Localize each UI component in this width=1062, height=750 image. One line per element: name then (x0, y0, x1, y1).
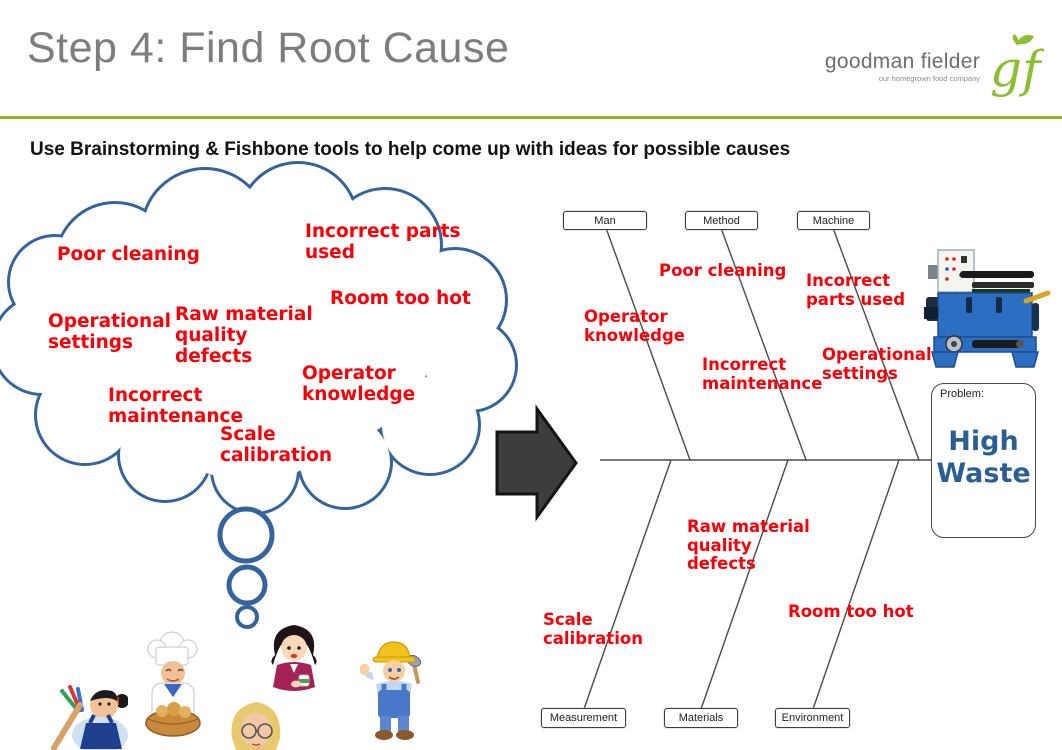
category-label: Method (703, 214, 740, 227)
industrial-machine-image (924, 249, 1051, 368)
bone-cause-incorrect-maintenance: Incorrect maintenance (702, 355, 823, 393)
cloud-idea-poor-cleaning: Poor cleaning (57, 244, 200, 265)
page-title: Step 4: Find Root Cause (27, 24, 510, 72)
construction-worker-figure (360, 641, 422, 740)
category-label: Man (594, 214, 616, 227)
fishbone-category-method: Method (685, 211, 758, 230)
bone-cause-raw-material-quality-defects: Raw material quality defects (687, 517, 810, 574)
fishbone-category-machine: Machine (797, 211, 870, 230)
slide-subtitle: Use Brainstorming & Fishbone tools to he… (30, 139, 791, 160)
thought-bubble-trail (217, 506, 275, 629)
bone-cause-room-too-hot: Room too hot (788, 602, 914, 621)
bone-cause-incorrect-parts-used: Incorrect parts used (806, 271, 906, 309)
woman-with-cup-figure (271, 625, 317, 691)
problem-text: High Waste (936, 426, 1031, 490)
accent-divider (0, 116, 1062, 119)
category-label: Measurement (549, 712, 618, 724)
category-label: Environment (781, 712, 844, 724)
brand-logo: goodman fielder our homegrown food compa… (825, 34, 1044, 100)
cloud-idea-room-too-hot: Room too hot (330, 288, 471, 309)
fishbone-category-measurement: Measurement (541, 708, 626, 728)
bone-cause-scale-calibration: Scale calibration (543, 610, 643, 648)
fishbone-category-man: Man (563, 211, 647, 230)
cloud-idea-incorrect-maintenance: Incorrect maintenance (108, 385, 244, 427)
thinking-woman-figure (231, 702, 281, 750)
bone-cause-operator-knowledge: Operator knowledge (584, 307, 685, 345)
problem-box: Problem: High Waste (931, 383, 1036, 538)
fishbone-category-environment: Environment (775, 708, 850, 728)
cloud-idea-operator-knowledge: Operator knowledge (302, 363, 416, 405)
chef-figure (145, 631, 201, 737)
bone-cause-poor-cleaning: Poor cleaning (659, 261, 787, 280)
bone-cause-operational-settings: Operational settings (822, 345, 932, 383)
fishbone-category-materials: Materials (664, 708, 738, 728)
brand-tagline: our homegrown food company (878, 74, 980, 84)
cloud-idea-operational-settings: Operational settings (48, 311, 172, 353)
transform-arrow-icon (495, 404, 578, 522)
cloud-idea-raw-material-quality-defects: Raw material quality defects (175, 304, 313, 367)
problem-box-label: Problem: (940, 388, 985, 400)
cleaning-lady-figure (51, 685, 128, 750)
category-label: Materials (678, 712, 724, 724)
cloud-idea-scale-calibration: Scale calibration (220, 424, 333, 466)
brand-monogram-icon: gf (990, 34, 1044, 98)
brand-name: goodman fielder (824, 50, 980, 74)
brand-logo-text: goodman fielder our homegrown food compa… (825, 51, 980, 83)
cloud-idea-incorrect-parts-used: Incorrect parts used (305, 221, 461, 263)
category-label: Machine (812, 214, 855, 227)
svg-text:gf: gf (990, 40, 1044, 98)
